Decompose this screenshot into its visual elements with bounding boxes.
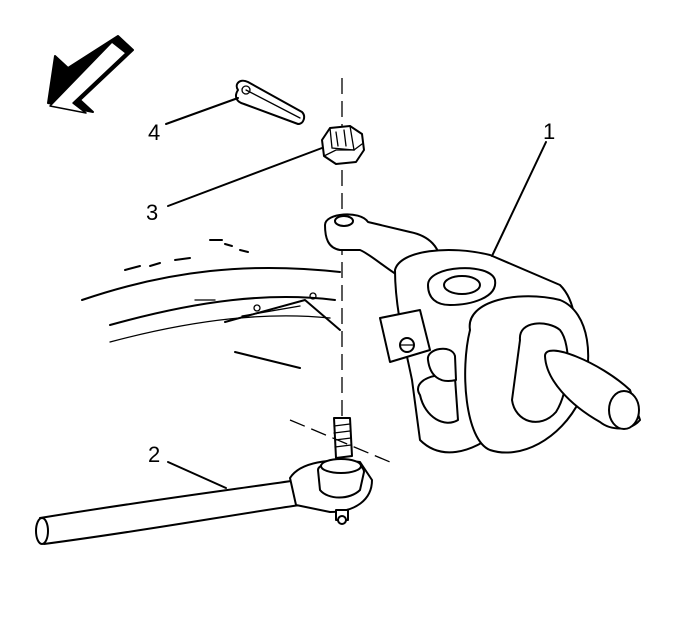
tie-rod-stud — [289, 417, 391, 463]
frame-rail — [81, 239, 341, 369]
callout-2: 2 — [148, 442, 160, 467]
callout-3: 3 — [146, 200, 158, 225]
callout-1: 1 — [543, 119, 555, 144]
leader-line-3 — [167, 147, 323, 207]
tie-rod-end — [35, 458, 373, 545]
front-direction-arrow-icon — [47, 35, 134, 114]
callout-4: 4 — [148, 120, 160, 145]
cotter-pin — [235, 79, 306, 125]
castle-nut — [321, 125, 365, 165]
steering-knuckle — [324, 213, 641, 454]
leader-line-4 — [165, 97, 239, 125]
leader-line-2 — [167, 461, 227, 489]
leader-line-1 — [491, 141, 547, 257]
